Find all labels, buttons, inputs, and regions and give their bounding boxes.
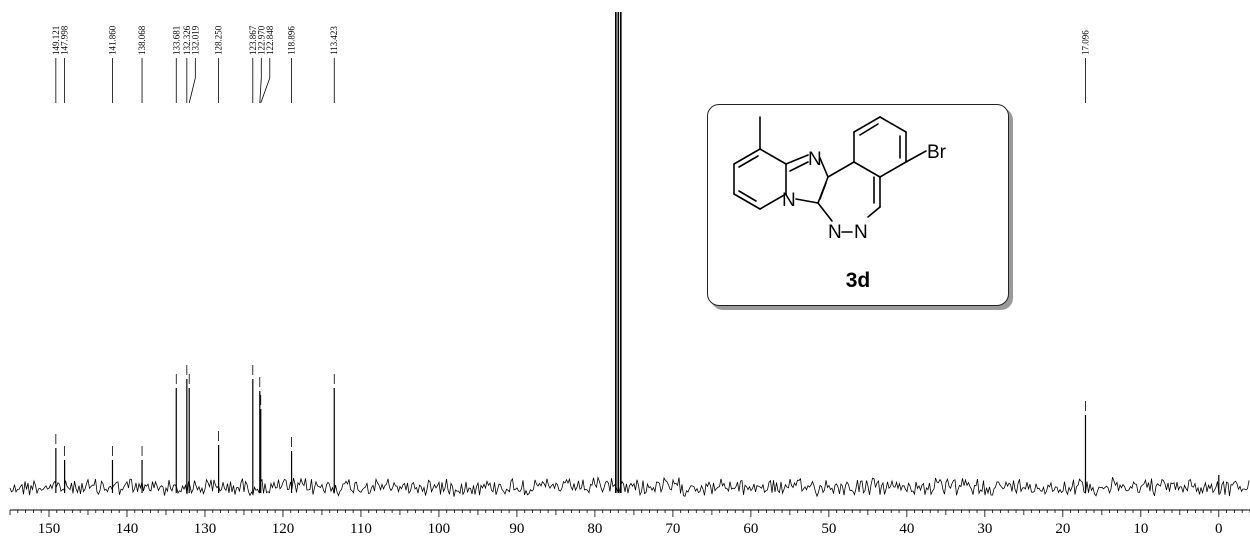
x-tick-label: 90 xyxy=(509,521,524,537)
double-bond xyxy=(738,155,759,168)
bond xyxy=(733,193,761,210)
x-tick-label: 130 xyxy=(194,521,217,537)
peak-label: 141.860 xyxy=(107,25,117,55)
peak-label: 132.326 xyxy=(182,25,192,55)
bond xyxy=(795,198,819,204)
double-bond xyxy=(789,161,809,172)
x-tick-label: 60 xyxy=(743,521,758,537)
x-tick-label: 40 xyxy=(899,521,914,537)
x-tick-label: 0 xyxy=(1215,521,1223,537)
x-tick-label: 10 xyxy=(1133,521,1148,537)
x-tick-label: 30 xyxy=(977,521,992,537)
baseline-noise xyxy=(9,476,1250,498)
peak-label: 122.970 xyxy=(256,25,266,55)
peak-label: 149.121 xyxy=(51,26,61,55)
peak-label: 113.423 xyxy=(329,26,339,55)
x-tick-label: 70 xyxy=(665,521,680,537)
peak-label: 118.896 xyxy=(287,26,297,55)
atom-n-a: N xyxy=(828,222,842,243)
peak-label: 138.068 xyxy=(137,25,147,55)
peak-label: 123.867 xyxy=(248,25,258,55)
bond xyxy=(817,202,833,222)
x-tick-label: 120 xyxy=(272,521,295,537)
bond xyxy=(759,193,787,210)
atom-n-bridge: N xyxy=(782,190,796,211)
x-tick-label: 50 xyxy=(821,521,836,537)
peak-label: 128.250 xyxy=(214,25,224,55)
bond xyxy=(867,206,881,218)
chemical-structure: N N N N Br xyxy=(733,116,947,243)
x-tick-label: 150 xyxy=(38,521,61,537)
peak-label: 147.998 xyxy=(60,25,70,55)
double-bond xyxy=(859,123,879,136)
br-bond xyxy=(905,150,927,163)
double-bond xyxy=(785,154,809,165)
x-tick-label: 110 xyxy=(350,521,372,537)
bond xyxy=(759,148,787,165)
atom-n-b: N xyxy=(854,222,868,243)
compound-label: 3d xyxy=(845,269,871,292)
x-tick-label: 20 xyxy=(1055,521,1070,537)
atom-n-imine: N xyxy=(808,149,822,170)
double-bond xyxy=(738,190,757,202)
bond xyxy=(853,116,881,133)
peak-leader xyxy=(260,58,271,104)
peak-label: 17.096 xyxy=(1080,30,1090,55)
atom-br: Br xyxy=(927,142,947,163)
peak-leader xyxy=(259,58,262,104)
peak-label: 133.681 xyxy=(171,26,181,55)
peak-leader xyxy=(188,58,196,104)
peak-label: 132.019 xyxy=(190,25,200,55)
x-tick-label: 140 xyxy=(116,521,139,537)
structure-box: N N N N Br 3d xyxy=(707,104,1009,306)
bond xyxy=(733,148,761,165)
x-tick-label: 80 xyxy=(587,521,602,537)
double-bond xyxy=(819,182,827,200)
peak-label: 122.848 xyxy=(265,25,275,55)
bond xyxy=(879,116,907,133)
bond xyxy=(879,161,907,178)
x-tick-label: 100 xyxy=(428,521,451,537)
bond xyxy=(827,161,855,178)
bond xyxy=(853,161,881,178)
bond xyxy=(819,157,829,178)
peaks xyxy=(55,12,1220,493)
